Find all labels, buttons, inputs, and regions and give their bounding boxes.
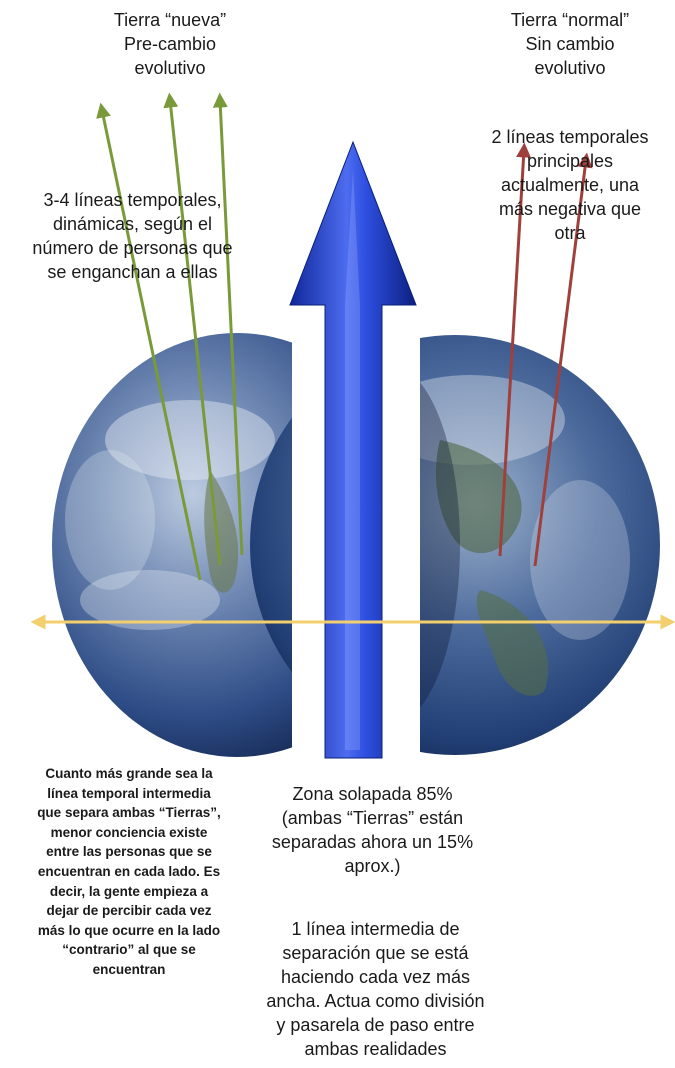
normal-earth-timeline-1: [498, 142, 532, 557]
intermediate-line-label: 1 línea intermedia de separación que se …: [266, 919, 485, 1059]
normal-earth-timelines-label: 2 líneas temporales principales actualme…: [491, 127, 649, 243]
intermediate-line-awareness-note: Cuanto más grande sea la línea temporal …: [37, 766, 221, 977]
new-earth-timeline-3: [212, 92, 244, 556]
new-earth-timeline-2: [163, 92, 222, 566]
new-earth-timeline-1: [96, 102, 202, 581]
normal-earth-title: Tierra “normal” Sin cambio evolutivo: [510, 10, 630, 78]
new-earth-title: Tierra “nueva” Pre-cambio evolutivo: [113, 10, 227, 78]
normal-earth-timeline-2: [533, 152, 593, 567]
central-separation-arrow: [289, 140, 417, 759]
new-earth-timelines-label: 3-4 líneas temporales, dinámicas, según …: [32, 190, 233, 282]
overlap-zone-label: Zona solapada 85% (ambas “Tierras” están…: [271, 784, 474, 876]
